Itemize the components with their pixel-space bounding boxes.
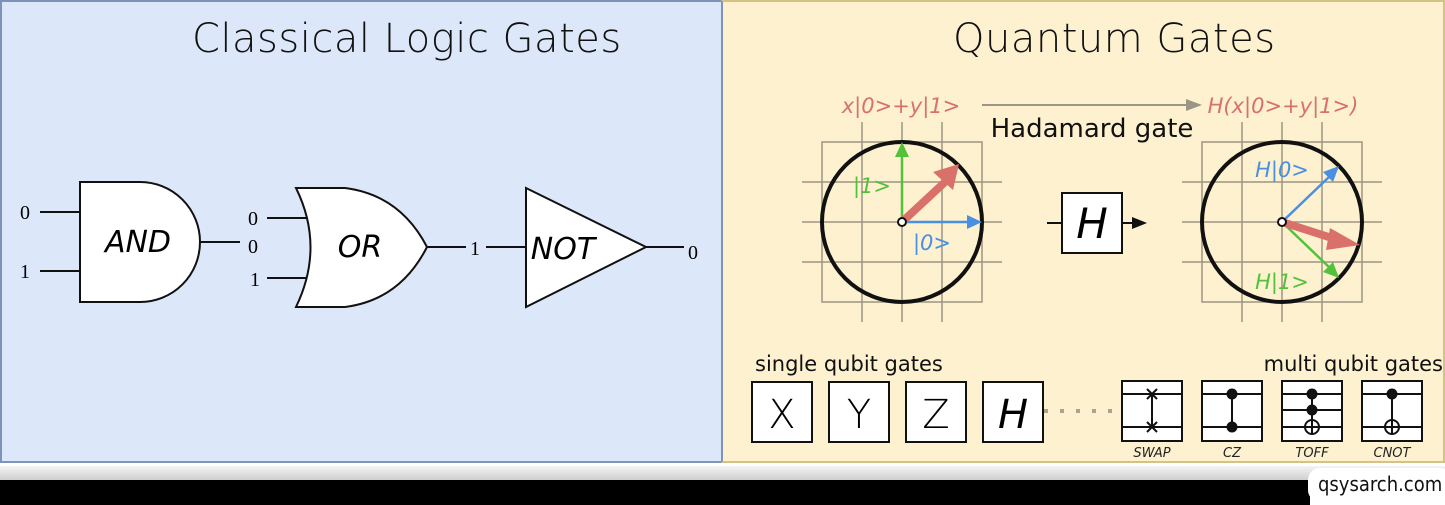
before-state-label: x|0>+y|1> xyxy=(841,94,961,119)
diagram-canvas: 0 1 AND 0 0 1 OR 1 NOT 0 x|0>+y|1> Hadam… xyxy=(20,94,1443,461)
single-qubit-label: single qubit gates xyxy=(755,352,943,376)
brand-link[interactable]: qsysarch.com xyxy=(1308,468,1445,502)
classical-title: Classical Logic Gates xyxy=(192,16,622,62)
cz-gate xyxy=(1201,380,1263,442)
state-vector-arrow-icon xyxy=(933,164,959,190)
zero-ket-label: |0> xyxy=(913,231,951,256)
toffoli-gate xyxy=(1281,380,1343,442)
hadamard-gate-box xyxy=(1047,192,1147,254)
or-output: 1 xyxy=(470,238,480,260)
multi-qubit-label: multi qubit gates xyxy=(1264,352,1443,376)
and-gate xyxy=(40,181,240,303)
transform-arrow xyxy=(982,99,1202,111)
after-state-label: H(x|0>+y|1>) xyxy=(1208,94,1359,119)
swap-label: SWAP xyxy=(1133,446,1170,461)
not-output: 0 xyxy=(688,242,698,264)
after-state-circle xyxy=(1182,122,1382,322)
and-input-2: 1 xyxy=(20,261,30,283)
gate-z: Z xyxy=(922,392,949,438)
cnot-gate xyxy=(1361,380,1423,442)
cz-label: CZ xyxy=(1223,446,1242,461)
footer-bar xyxy=(0,480,1310,505)
cnot-label: CNOT xyxy=(1374,446,1412,461)
before-state-circle xyxy=(802,122,1002,322)
hadamard-box-label: H xyxy=(1076,199,1108,248)
not-gate xyxy=(486,186,684,309)
or-gate xyxy=(267,187,466,308)
one-ket-label: |1> xyxy=(853,174,891,199)
h-zero-ket-label: H|0> xyxy=(1255,158,1309,183)
h-one-ket-label: H|1> xyxy=(1255,270,1309,295)
and-input-1: 0 xyxy=(20,202,30,224)
single-qubit-gates xyxy=(751,381,1044,443)
not-label: NOT xyxy=(531,232,598,267)
arrow-right-icon xyxy=(1132,217,1147,229)
or-input-1: 0 xyxy=(248,208,258,230)
or-input-2: 0 xyxy=(248,236,258,258)
swap-gate xyxy=(1121,380,1183,442)
one-vector-arrow-icon xyxy=(895,142,909,157)
toff-label: TOFF xyxy=(1295,446,1329,461)
or-input-3: 1 xyxy=(250,269,260,291)
ellipsis-dots xyxy=(1044,409,1112,413)
gate-x: X xyxy=(768,392,795,438)
zero-vector-arrow-icon xyxy=(967,215,982,229)
gate-y: Y xyxy=(847,392,871,438)
gate-h: H xyxy=(998,392,1028,438)
footer-shadow xyxy=(0,466,1445,480)
or-label: OR xyxy=(338,230,382,265)
quantum-title: Quantum Gates xyxy=(953,16,1276,62)
and-label: AND xyxy=(103,225,171,260)
hadamard-gate-label: Hadamard gate xyxy=(991,114,1194,144)
